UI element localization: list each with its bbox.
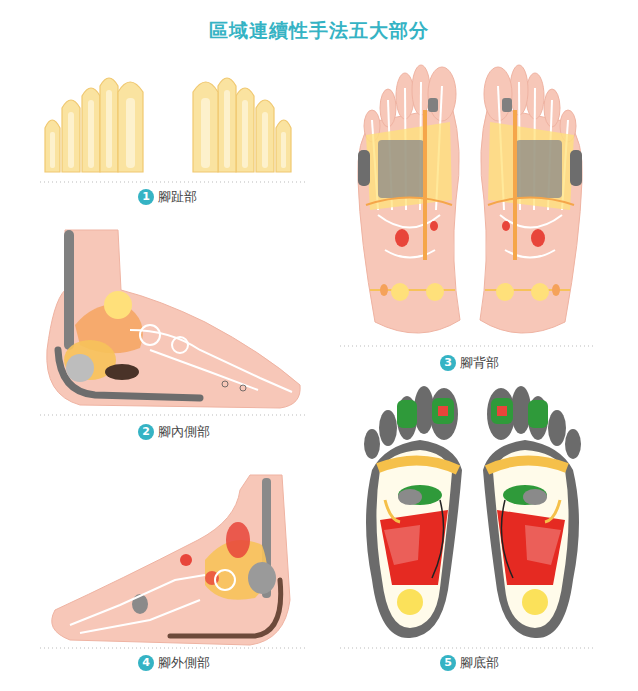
callout-number: 3 [440,355,456,371]
callout-number: 4 [138,655,154,671]
part-label: 腳趾部 [158,189,197,205]
part-label: 腳底部 [460,655,499,671]
callout-number: 5 [440,655,456,671]
diagram-title: 區域連續性手法五大部分 [209,18,429,44]
part-label: 腳背部 [460,355,499,371]
part-label: 腳內側部 [158,424,210,440]
callout-number: 2 [138,424,154,440]
part-label: 腳外側部 [158,655,210,671]
callout-number: 1 [138,189,154,205]
